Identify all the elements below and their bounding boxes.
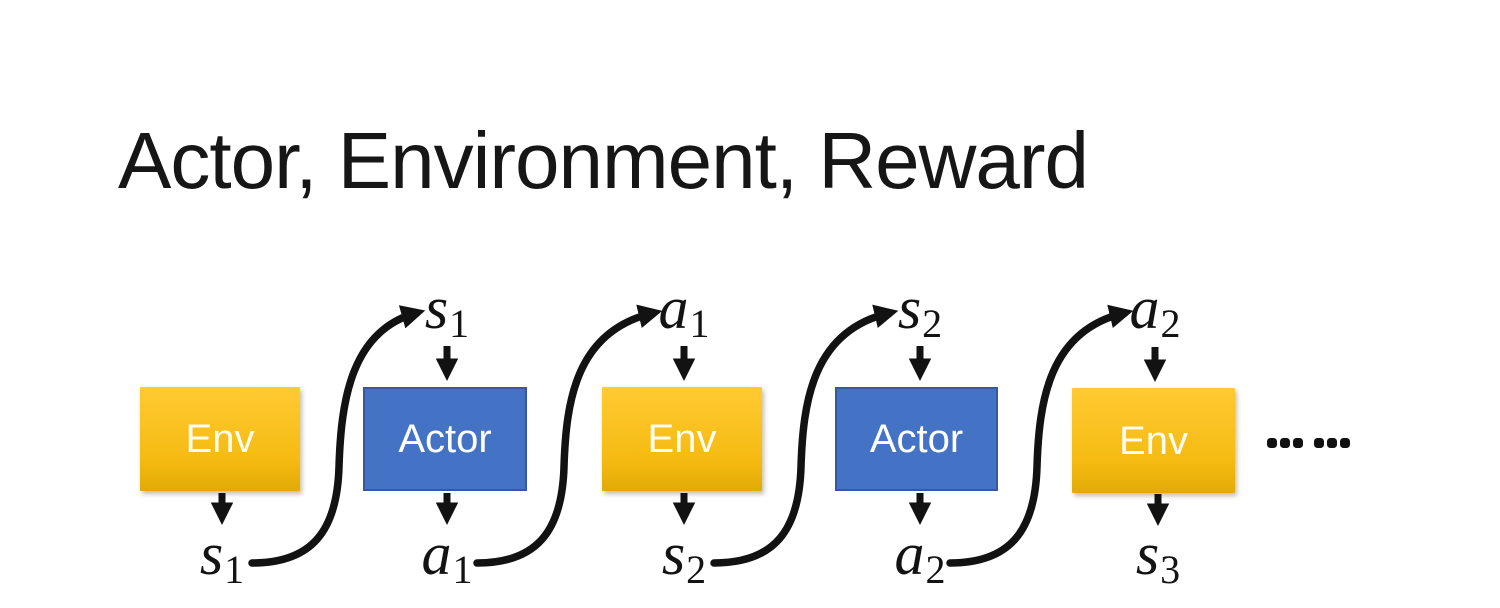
top-label-s1: s1	[424, 275, 470, 346]
ellipsis-dots	[1267, 438, 1350, 448]
env-box-1-label: Env	[185, 417, 255, 461]
ellipsis-dot	[1293, 438, 1303, 448]
env-box-2-label: Env	[647, 417, 717, 461]
ellipsis-dot	[1267, 438, 1277, 448]
env-box-3-label: Env	[1119, 418, 1188, 463]
env-box-2: Env	[602, 387, 762, 491]
ellipsis-dot	[1314, 438, 1324, 448]
actor-box-2-label: Actor	[869, 417, 964, 461]
top-label-a1: a1	[658, 275, 710, 346]
bottom-label-a2: a2	[894, 521, 946, 592]
top-label-a2: a2	[1129, 275, 1181, 346]
ellipsis-dot	[1280, 438, 1290, 448]
actor-box-2: Actor	[835, 387, 998, 491]
env-box-3: Env	[1072, 388, 1235, 493]
ellipsis-dot	[1327, 438, 1337, 448]
actor-box-1-label: Actor	[398, 417, 492, 461]
bottom-label-s3: s3	[1135, 521, 1181, 592]
slide-title: Actor, Environment, Reward	[118, 116, 1089, 205]
top-label-s2: s2	[897, 275, 943, 346]
ellipsis-dot	[1340, 438, 1350, 448]
actor-box-1: Actor	[363, 387, 527, 491]
bottom-label-s1: s1	[199, 521, 245, 592]
env-box-1: Env	[140, 387, 300, 491]
bottom-label-s2: s2	[661, 521, 707, 592]
bottom-label-a1: a1	[421, 521, 473, 592]
